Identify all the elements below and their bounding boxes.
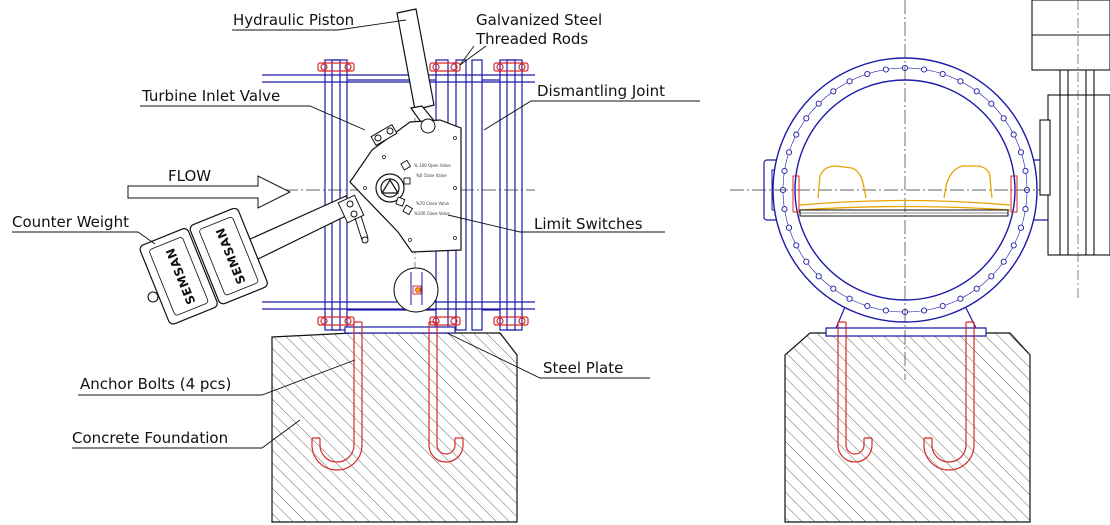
switch-text-4: %100 Close Valve <box>414 211 450 216</box>
bolt-hole <box>988 273 995 280</box>
bolt-hole <box>921 66 928 73</box>
switch-text-1: % 100 Open Valve <box>414 163 451 168</box>
bolt-hole <box>864 302 871 310</box>
label-anchor-bolts: Anchor Bolts (4 pcs) <box>80 375 231 393</box>
bolt-hole <box>781 206 788 213</box>
bolt-hole <box>1017 224 1025 231</box>
bolt-hole <box>882 66 889 73</box>
bolt-hole <box>785 224 793 231</box>
side-view: % 100 Open Valve %0 Close Valve %70 Clos… <box>12 8 700 523</box>
gearbox-screws <box>363 136 457 242</box>
detail-marker <box>415 287 421 293</box>
bolt-hole <box>973 285 980 292</box>
bolt-hole <box>846 78 853 85</box>
bolt-hole <box>815 273 822 280</box>
concrete-foundation-right <box>784 332 1031 523</box>
valve-shaft-hub <box>375 173 405 203</box>
label-counter-weight: Counter Weight <box>12 213 129 231</box>
bolt-hole <box>1010 242 1017 249</box>
bolt-hole <box>793 131 800 138</box>
bolt-hole <box>781 167 788 174</box>
bolt-hole <box>830 285 837 292</box>
flow-arrow <box>127 175 292 209</box>
bolt-hole <box>1022 206 1029 213</box>
label-hydraulic-piston: Hydraulic Piston <box>233 11 354 29</box>
gearbox-bolt-pair-top <box>370 123 398 147</box>
bolt-hole <box>793 242 800 249</box>
bolt-hole <box>803 258 810 265</box>
bolt-hole <box>973 88 980 95</box>
bolt-hole <box>803 115 810 122</box>
side-seals <box>792 175 1018 213</box>
detail-content <box>410 272 423 305</box>
leader-lines <box>12 19 700 449</box>
bolt-hole <box>1022 167 1029 174</box>
gearbox-top-pivot <box>420 118 436 134</box>
switch-text-3: %70 Close Valve <box>416 201 450 206</box>
anchor-bolts-left <box>311 321 464 471</box>
support-saddle <box>825 327 987 337</box>
label-galvanized-steel: Galvanized Steel <box>476 11 602 29</box>
bolt-hole <box>939 302 946 310</box>
bolt-hole <box>957 78 964 85</box>
bolt-hole <box>1000 115 1007 122</box>
label-dismantling-joint: Dismantling Joint <box>537 82 665 100</box>
bolt-hole <box>846 295 853 302</box>
bolt-hole <box>957 295 964 302</box>
bolt-hole <box>882 307 889 314</box>
bolt-hole <box>939 70 946 78</box>
counter-weight: SEMSAN SEMSAN <box>139 207 268 325</box>
bolt-hole <box>815 100 822 107</box>
actuator-column <box>1031 0 1110 256</box>
label-concrete-foundation: Concrete Foundation <box>72 429 228 447</box>
valve-disc <box>799 165 1011 211</box>
counter-weight-eye <box>147 291 159 303</box>
label-turbine-inlet-valve: Turbine Inlet Valve <box>141 87 280 105</box>
pipe-outline <box>262 59 535 331</box>
bolt-hole <box>864 70 871 78</box>
label-flow: FLOW <box>168 167 211 185</box>
label-steel-plate: Steel Plate <box>543 359 623 377</box>
anchor-bolts-right <box>837 321 975 471</box>
bolt-hole <box>1010 131 1017 138</box>
switch-text-2: %0 Close Valve <box>416 173 447 178</box>
bolt-hole <box>830 88 837 95</box>
concrete-foundation-left <box>271 332 518 523</box>
bolt-hole <box>1017 149 1025 156</box>
bolt-hole <box>988 100 995 107</box>
bolt-hole <box>921 307 928 314</box>
front-view <box>730 0 1110 523</box>
label-limit-switches: Limit Switches <box>534 215 643 233</box>
bolt-hole <box>1000 258 1007 265</box>
flange-bolts <box>317 62 529 326</box>
bolt-hole <box>785 149 793 156</box>
limit-switch-boxes <box>395 159 414 216</box>
steel-plate-left <box>344 326 456 334</box>
label-threaded-rods: Threaded Rods <box>475 30 588 48</box>
arm-bolts <box>337 194 369 244</box>
